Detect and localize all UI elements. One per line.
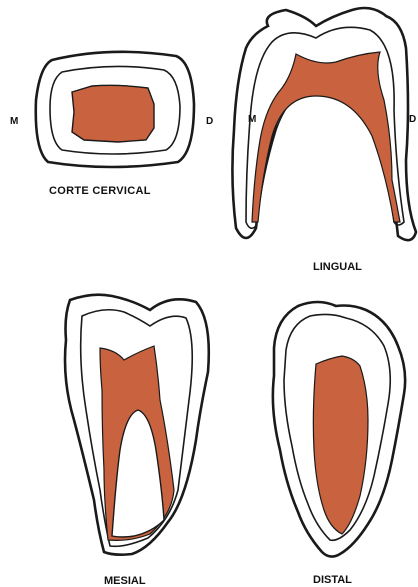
cervical-pulp-chamber xyxy=(72,85,154,142)
cervical-mesial-marker: M xyxy=(10,116,18,127)
cervical-section-figure: M D CORTE CERVICAL xyxy=(10,52,213,197)
cervical-distal-marker: D xyxy=(206,116,213,127)
mesial-caption: MESIAL xyxy=(104,575,146,587)
mesial-view-figure: MESIAL xyxy=(65,295,209,587)
distal-view-figure: DISTAL xyxy=(273,302,405,586)
lingual-distal-marker: D xyxy=(409,114,416,125)
cervical-caption: CORTE CERVICAL xyxy=(49,185,151,197)
lingual-mesial-marker: M xyxy=(248,114,256,125)
lingual-view-figure: M D LINGUAL xyxy=(232,8,416,273)
distal-caption: DISTAL xyxy=(313,574,352,586)
lingual-caption: LINGUAL xyxy=(313,261,362,273)
